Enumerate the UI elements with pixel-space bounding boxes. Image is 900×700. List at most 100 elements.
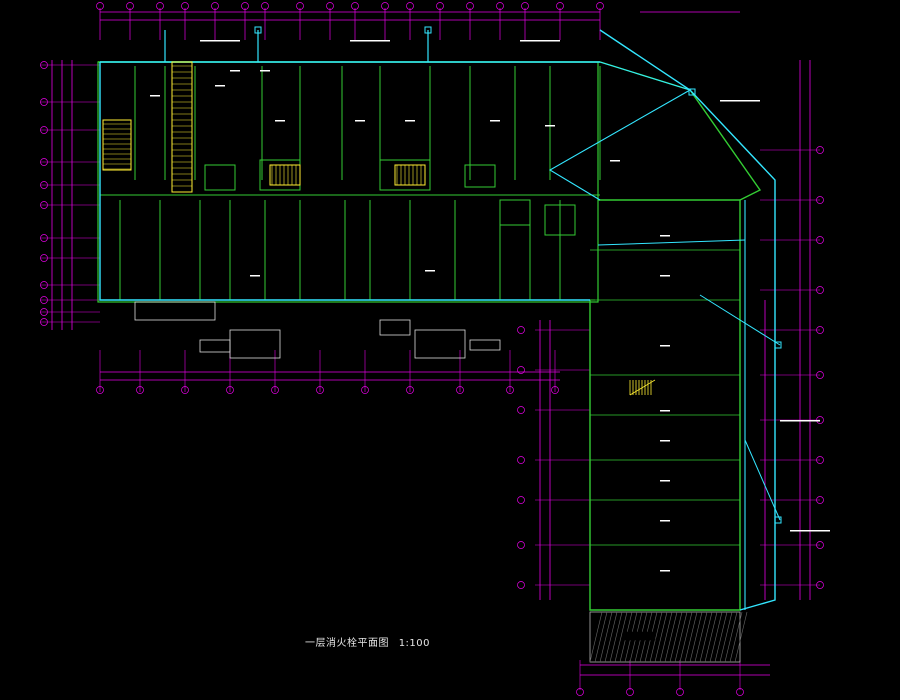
grid-bubble-right	[816, 196, 824, 204]
hatch-line	[594, 611, 608, 663]
room-tag	[660, 440, 670, 442]
pipe-annotation	[720, 100, 760, 102]
grid-bubble-top	[556, 2, 564, 10]
hatch-line	[654, 611, 668, 663]
grid-bubble-wing	[517, 406, 525, 414]
grid-bubble-right	[816, 371, 824, 379]
hatch-line	[604, 611, 618, 663]
grid-bubble-bottom	[506, 386, 514, 394]
grid-bubble-bottom	[361, 386, 369, 394]
grid-bubble-left	[40, 234, 48, 242]
grid-bubble-left	[40, 126, 48, 134]
drawing-title-block: 一层消火栓平面图 1:100	[305, 634, 430, 649]
room-tag	[405, 120, 415, 122]
grid-bubble-wing	[517, 581, 525, 589]
grid-bubble-bottom	[406, 386, 414, 394]
hatch-line	[659, 611, 673, 663]
grid-bubble-top	[466, 2, 474, 10]
room-tag	[215, 85, 225, 87]
grid-bubble-top	[241, 2, 249, 10]
grid-bubble-bottom	[96, 386, 104, 394]
balcony	[134, 301, 216, 321]
grid-bubble-wing	[517, 456, 525, 464]
grid-bubble-wing-bottom	[576, 688, 584, 696]
grid-bubble-top	[296, 2, 304, 10]
hatch-line	[719, 611, 733, 663]
hatch-line	[684, 611, 698, 663]
grid-bubble-top	[126, 2, 134, 10]
small-room	[464, 164, 496, 188]
grid-bubble-wing	[517, 541, 525, 549]
balcony	[414, 329, 466, 359]
hatched-entrance-area	[589, 611, 748, 663]
grid-bubble-left	[40, 308, 48, 316]
room-tag	[660, 570, 670, 572]
hatch-line	[664, 611, 678, 663]
hatch-label-box	[624, 631, 656, 641]
drawing-title: 一层消火栓平面图	[305, 638, 389, 649]
small-room	[204, 164, 236, 191]
grid-bubble-top	[521, 2, 529, 10]
balcony	[199, 339, 231, 353]
outer-wall-top	[98, 61, 762, 201]
hatch-line	[729, 611, 743, 663]
hydrant-node	[774, 516, 782, 524]
right-wing-outline	[589, 199, 741, 611]
hatch-line	[674, 611, 688, 663]
grid-bubble-wing	[517, 366, 525, 374]
room-tag	[275, 120, 285, 122]
grid-bubble-left	[40, 158, 48, 166]
hatch-line	[699, 611, 713, 663]
grid-bubble-top	[436, 2, 444, 10]
pipe-branch-diag	[744, 439, 781, 521]
room-tag	[660, 275, 670, 277]
grid-bubble-right	[816, 541, 824, 549]
hatch-line	[589, 611, 603, 663]
grid-bubble-top	[381, 2, 389, 10]
grid-bubble-left	[40, 318, 48, 326]
grid-bubble-top	[181, 2, 189, 10]
room-tag	[660, 235, 670, 237]
stair-symbols	[102, 61, 656, 396]
room-tag	[150, 95, 160, 97]
grid-bubble-bottom	[226, 386, 234, 394]
grid-bubble-top	[96, 2, 104, 10]
room-tag	[260, 70, 270, 72]
pipe-annotation	[780, 420, 820, 422]
grid-bubble-wing-bottom	[676, 688, 684, 696]
stair-right-wing	[629, 379, 656, 396]
hatch-line	[609, 611, 623, 663]
room-tag	[355, 120, 365, 122]
pipe-annotation	[790, 530, 830, 532]
grid-bubble-bottom	[136, 386, 144, 394]
grid-bubble-left	[40, 61, 48, 69]
dimension-lines	[40, 2, 824, 696]
small-room	[379, 159, 431, 191]
hatch-line	[679, 611, 693, 663]
pipe-left-loop	[99, 62, 590, 301]
pipe-annotation	[350, 40, 390, 42]
grid-bubble-right	[816, 286, 824, 294]
balcony	[469, 339, 501, 351]
grid-bubble-top	[261, 2, 269, 10]
grid-bubble-right	[816, 456, 824, 464]
grid-bubble-top	[326, 2, 334, 10]
room-tag	[660, 480, 670, 482]
small-room	[544, 204, 576, 236]
left-wing-outline	[97, 61, 599, 303]
pipe-annotation	[520, 40, 560, 42]
hydrant-node	[254, 26, 262, 34]
grid-bubble-wing-bottom	[626, 688, 634, 696]
grid-bubble-top	[406, 2, 414, 10]
balcony	[379, 319, 411, 336]
grid-bubble-left	[40, 254, 48, 262]
room-tag	[425, 270, 435, 272]
grid-bubble-right	[816, 581, 824, 589]
pipe-branch-diag	[699, 294, 781, 346]
grid-bubble-top	[596, 2, 604, 10]
stair-shaft-left	[171, 61, 193, 193]
grid-bubble-top	[351, 2, 359, 10]
room-tag	[610, 160, 620, 162]
